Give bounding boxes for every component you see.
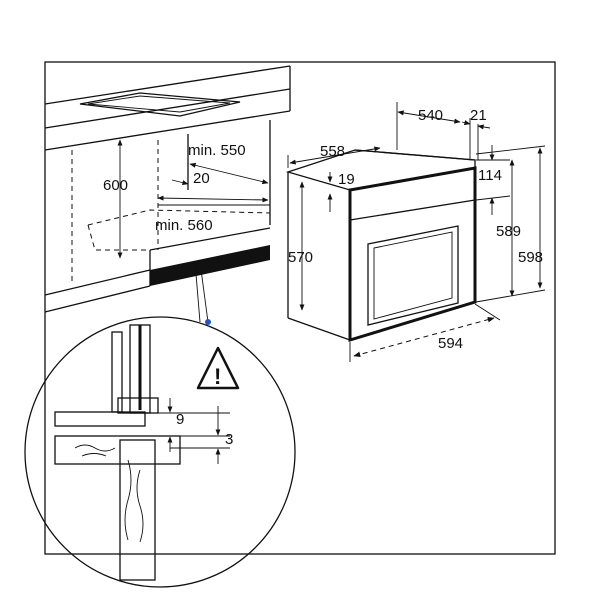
oven-unit xyxy=(285,149,477,343)
dim-114-label: 114 xyxy=(478,167,502,184)
diagram-frame xyxy=(44,61,556,555)
dim-min-560-label: min. 560 xyxy=(155,217,213,234)
dim-600: 600 xyxy=(103,139,128,259)
dim-600-label: 600 xyxy=(103,177,128,194)
dim-min-550-label: min. 550 xyxy=(188,142,246,159)
kitchen-cabinet xyxy=(44,65,291,313)
dim-589-label: 589 xyxy=(496,223,521,240)
dim-3: 3 xyxy=(215,406,233,464)
detail-circle xyxy=(24,316,296,588)
dim-114: 114 xyxy=(475,145,511,215)
dim-20: 20 xyxy=(171,170,210,187)
wood-shelf xyxy=(54,435,181,465)
detail-marker-dot xyxy=(205,319,211,325)
dim-540: 540 xyxy=(396,102,461,150)
warning-triangle-icon: ! xyxy=(196,346,240,390)
dim-598: 598 xyxy=(475,145,546,303)
dim-9: 9 xyxy=(167,398,184,452)
dim-570-label: 570 xyxy=(288,249,313,266)
dim-594: 594 xyxy=(349,303,501,362)
dim-570: 570 xyxy=(288,181,313,311)
dim-21: 21 xyxy=(461,107,491,160)
dim-21-label: 21 xyxy=(470,107,487,124)
dim-558: 558 xyxy=(287,143,381,168)
dim-3-label: 3 xyxy=(225,431,233,448)
dim-598-label: 598 xyxy=(518,249,543,266)
warning-symbol: ! xyxy=(214,364,221,389)
dim-540-label: 540 xyxy=(418,107,443,124)
detail-section xyxy=(54,324,230,581)
detail-pointer xyxy=(194,261,211,325)
dim-589: 589 xyxy=(496,159,521,297)
dim-558-label: 558 xyxy=(320,143,345,160)
wood-support xyxy=(119,439,156,581)
hob-cutout xyxy=(79,92,241,117)
dim-19: 19 xyxy=(327,171,355,212)
dim-min-560: min. 560 xyxy=(155,195,269,234)
dim-20-label: 20 xyxy=(193,170,210,187)
dim-min-550: min. 550 xyxy=(188,142,269,185)
dim-19-label: 19 xyxy=(338,171,355,188)
dim-9-label: 9 xyxy=(176,411,184,428)
dim-594-label: 594 xyxy=(438,335,463,352)
